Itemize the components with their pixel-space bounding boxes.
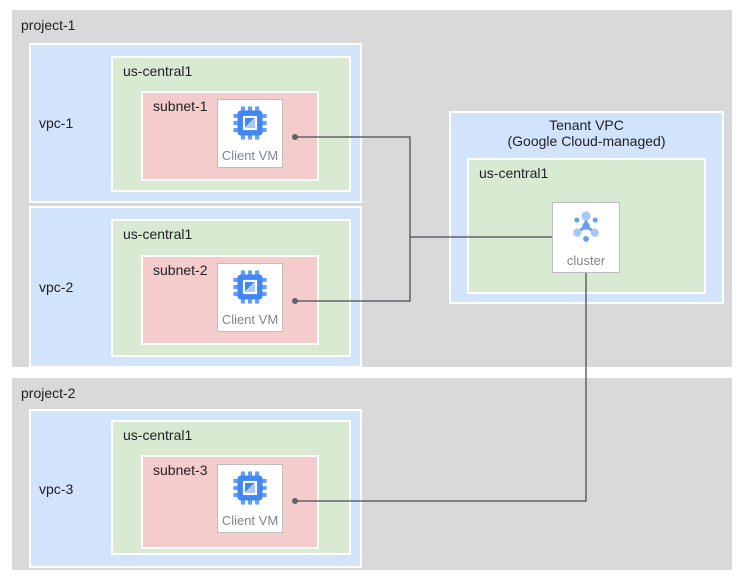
subnet-3-label: subnet-3 xyxy=(153,462,208,478)
client-vm-node-1: Client VM xyxy=(217,99,283,168)
client-vm-node-2: Client VM xyxy=(217,263,283,332)
cluster-label: cluster xyxy=(566,253,606,268)
client-vm-label-1: Client VM xyxy=(221,148,279,163)
client-vm-label-2: Client VM xyxy=(221,312,279,327)
project-2-label: project-2 xyxy=(21,385,76,401)
tenant-vpc-subtitle: (Google Cloud-managed) xyxy=(507,133,666,149)
client-vm-node-3: Client VM xyxy=(217,464,283,533)
subnet-2-label: subnet-2 xyxy=(153,262,208,278)
project-1-label: project-1 xyxy=(21,17,76,33)
vpc-2-region-label: us-central1 xyxy=(123,226,193,242)
compute-engine-icon xyxy=(230,103,270,143)
cluster-icon xyxy=(566,206,606,246)
compute-engine-icon xyxy=(230,267,270,307)
compute-engine-icon xyxy=(230,468,270,508)
vpc-1-region-label: us-central1 xyxy=(123,63,193,79)
tenant-region-label: us-central1 xyxy=(479,165,549,181)
client-vm-label-3: Client VM xyxy=(221,513,279,528)
subnet-1-label: subnet-1 xyxy=(153,98,208,114)
tenant-vpc-title: Tenant VPC xyxy=(549,117,624,133)
tenant-vpc-title-block: Tenant VPC (Google Cloud-managed) xyxy=(451,117,722,149)
vpc-2-label: vpc-2 xyxy=(39,279,74,295)
cluster-node: cluster xyxy=(552,202,620,273)
vpc-3-label: vpc-3 xyxy=(39,480,74,497)
vpc-3-region-label: us-central1 xyxy=(123,427,193,443)
vpc-1-label: vpc-1 xyxy=(39,115,74,131)
